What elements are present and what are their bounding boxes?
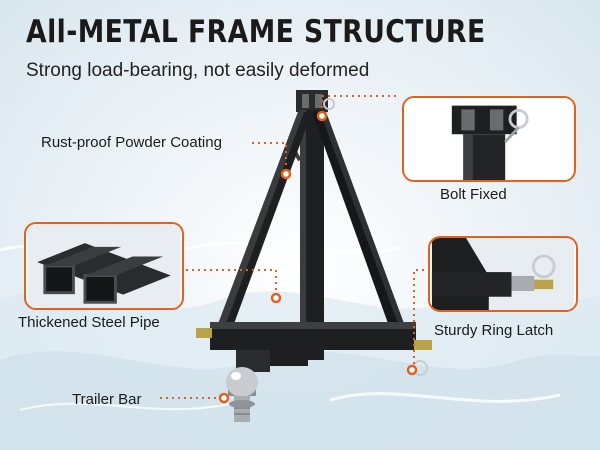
bolt-marker — [316, 110, 328, 122]
subheadline: Strong load-bearing, not easily deformed — [26, 60, 370, 81]
coating-marker — [280, 168, 292, 180]
bolt-bracket-closeup — [406, 98, 572, 180]
ring-latch-closeup — [431, 238, 575, 310]
trailer-label: Trailer Bar — [72, 391, 142, 408]
steel-pipe-closeup — [27, 224, 181, 308]
coating-label: Rust-proof Powder Coating — [41, 134, 222, 151]
pipe-marker — [270, 292, 282, 304]
latch-marker — [406, 364, 418, 376]
steel-pipe-inset — [24, 222, 184, 310]
trailer-marker — [218, 392, 230, 404]
bolt-label: Bolt Fixed — [440, 186, 507, 203]
pipe-label: Thickened Steel Pipe — [18, 314, 160, 331]
ring-latch-inset — [428, 236, 578, 312]
latch-label: Sturdy Ring Latch — [434, 322, 554, 339]
bolt-fixed-inset — [402, 96, 576, 182]
headline: All-METAL FRAME STRUCTURE — [26, 14, 486, 50]
